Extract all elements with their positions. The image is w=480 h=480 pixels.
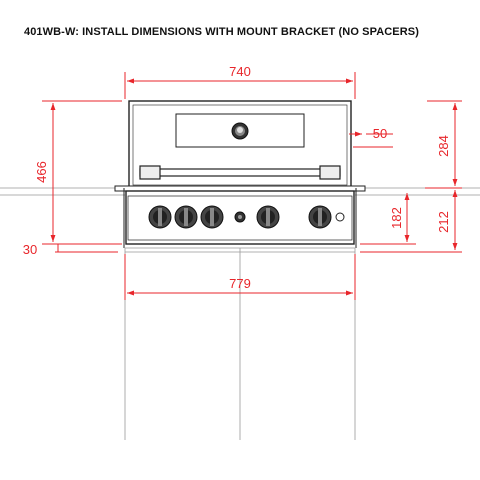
light-switch-icon: [335, 212, 345, 222]
control-panel: [125, 190, 355, 245]
igniter-button-icon: [234, 211, 246, 223]
dimension-overall-width: 740: [124, 64, 356, 99]
dim-label-284: 284: [436, 135, 451, 157]
burner-knob-icon: [148, 205, 172, 229]
dimension-panel-height: 182: [360, 193, 416, 245]
dimension-hood-height: 284: [425, 100, 462, 189]
dim-label-50: 50: [373, 126, 387, 141]
dim-label-182: 182: [389, 207, 404, 229]
burner-knob-icon: [308, 205, 332, 229]
dim-label-212: 212: [436, 211, 451, 233]
dimension-hood-offset: 50: [349, 126, 393, 148]
dimension-lower-height: 212: [360, 190, 462, 253]
dim-label-740: 740: [229, 64, 251, 79]
dimension-cutout-width: 779: [124, 254, 356, 300]
dim-label-466: 466: [34, 161, 49, 183]
dim-label-779: 779: [229, 276, 251, 291]
page-title: 401WB-W: INSTALL DIMENSIONS WITH MOUNT B…: [24, 26, 419, 38]
dimension-overall-height: 466: [34, 100, 122, 245]
hood-handle: [139, 168, 341, 177]
dim-label-30: 30: [23, 242, 37, 257]
burner-knob-icon: [174, 205, 198, 229]
dimension-bottom-offset: 30: [23, 242, 118, 257]
grill-hood: [128, 100, 352, 189]
burner-knob-icon: [256, 205, 280, 229]
burner-knob-icon: [200, 205, 224, 229]
